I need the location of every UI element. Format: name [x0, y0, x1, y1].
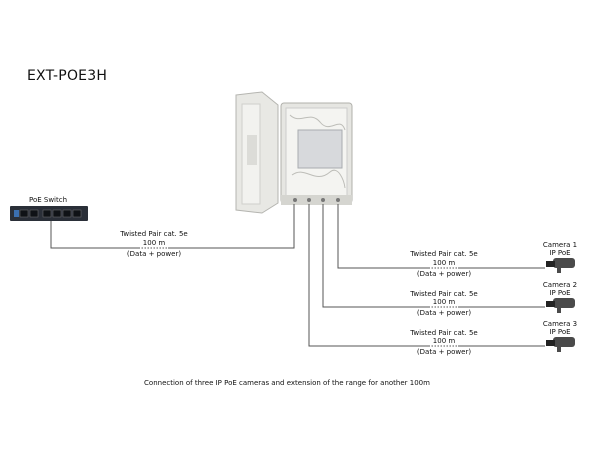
enclosure-box: [280, 102, 353, 205]
camera-2-type: IP PoE: [549, 289, 571, 297]
uplink-cable: [50, 204, 295, 249]
diagram-caption: Connection of three IP PoE cameras and e…: [144, 379, 430, 387]
camera-1-type: IP PoE: [549, 249, 571, 257]
poe-switch: [10, 206, 88, 221]
camera-2-length: 100 m: [432, 298, 456, 306]
uplink-note: (Data + power): [126, 250, 182, 258]
camera-2-icon: [546, 298, 575, 313]
camera-3-length: 100 m: [432, 337, 456, 345]
camera-1-length: 100 m: [432, 259, 456, 267]
uplink-length: 100 m: [142, 239, 166, 247]
camera-1-icon: [546, 258, 575, 273]
camera-3-icon: [546, 337, 575, 352]
camera-1-note: (Data + power): [416, 270, 472, 278]
cables: [50, 204, 545, 347]
switch-label: PoE Switch: [28, 196, 68, 204]
uplink-cable-label: Twisted Pair cat. 5e: [120, 230, 188, 238]
camera-3-name: Camera 3: [542, 320, 578, 328]
camera-3-type: IP PoE: [549, 328, 571, 336]
camera-2-cable-label: Twisted Pair cat. 5e: [410, 290, 478, 298]
camera-1-cable: [337, 204, 545, 269]
camera-icons: [546, 258, 575, 352]
camera-2-name: Camera 2: [542, 281, 578, 289]
camera-3-note: (Data + power): [416, 348, 472, 356]
enclosure-door: [235, 91, 279, 214]
camera-3-cable: [308, 204, 545, 347]
camera-2-cable: [322, 204, 545, 308]
camera-1-cable-label: Twisted Pair cat. 5e: [410, 250, 478, 258]
product-title: EXT-POE3H: [27, 68, 108, 84]
camera-3-cable-label: Twisted Pair cat. 5e: [410, 329, 478, 337]
camera-1-name: Camera 1: [542, 241, 578, 249]
camera-2-note: (Data + power): [416, 309, 472, 317]
